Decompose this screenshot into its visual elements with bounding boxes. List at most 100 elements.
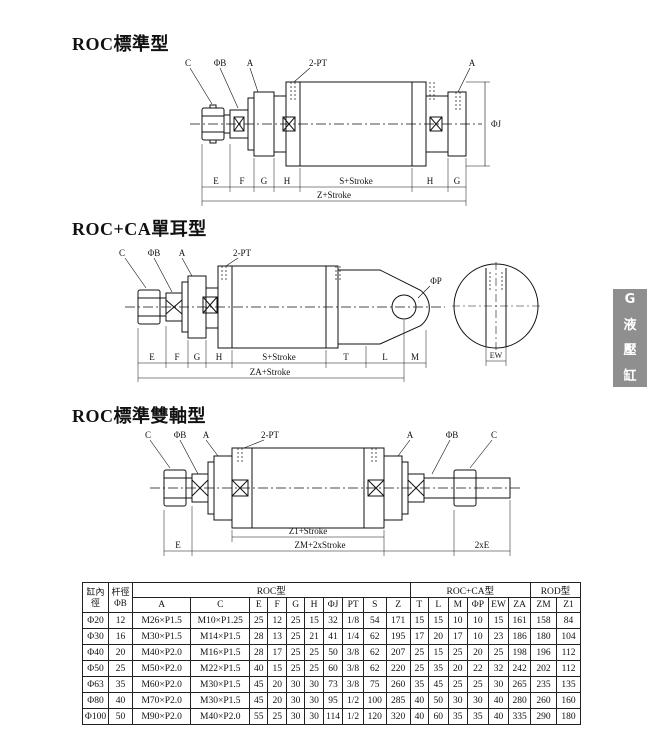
side-tab-char: 液: [623, 317, 637, 333]
table-cell: 17: [267, 644, 287, 661]
label-a: A: [179, 248, 186, 258]
label-pt: 2-PT: [233, 248, 252, 258]
table-cell: 25: [304, 660, 324, 677]
table-cell: 260: [529, 692, 558, 709]
table-cell: 25: [409, 644, 430, 661]
table-cell: 95: [322, 692, 344, 709]
table-cell: 180: [529, 628, 558, 645]
dim-zm: ZM+2xStroke: [294, 540, 345, 550]
table-cell: Φ63: [81, 676, 110, 693]
column-header: E: [249, 597, 269, 613]
dim-stroke: S+Stroke: [262, 352, 296, 362]
dim-e: E: [175, 540, 181, 550]
label-a: A: [247, 58, 254, 68]
table-cell: 112: [556, 660, 581, 677]
dim-e: E: [213, 176, 219, 186]
table-cell: 30: [447, 692, 469, 709]
table-cell: 35: [108, 676, 133, 693]
table-cell: 45: [428, 676, 449, 693]
table-cell: 100: [362, 692, 387, 709]
column-header: Z: [385, 597, 411, 613]
table-cell: 158: [529, 612, 558, 629]
dim-g: G: [194, 352, 201, 362]
dim-g: G: [261, 176, 268, 186]
column-header: H: [304, 597, 324, 613]
table-cell: 55: [249, 708, 269, 725]
table-cell: 40: [409, 708, 430, 725]
dim-h: H: [284, 176, 291, 186]
table-cell: 15: [428, 644, 449, 661]
section-title-roc-double: ROC標準雙軸型: [72, 406, 206, 426]
label-c: C: [119, 248, 125, 258]
table-cell: 25: [285, 660, 306, 677]
table-cell: M40×P2.0: [131, 644, 192, 661]
dim-l: L: [382, 352, 388, 362]
table-cell: 265: [508, 676, 531, 693]
table-cell: 10: [447, 612, 469, 629]
label-phi-b: ΦB: [214, 58, 227, 68]
column-header: F: [267, 597, 287, 613]
table-cell: 120: [362, 708, 387, 725]
label-phi-p: ΦP: [430, 276, 442, 286]
table-cell: 30: [285, 692, 306, 709]
table-cell: 20: [447, 660, 469, 677]
dim-stroke: S+Stroke: [339, 176, 373, 186]
table-cell: 54: [362, 612, 387, 629]
table-cell: 25: [249, 612, 269, 629]
header-rod: 杆徑ΦB: [108, 582, 133, 613]
table-cell: 30: [467, 692, 489, 709]
label-c: C: [185, 58, 191, 68]
dim-h-rear: H: [427, 176, 434, 186]
table-cell: 20: [267, 692, 287, 709]
table-cell: 17: [409, 628, 430, 645]
table-cell: 23: [487, 628, 510, 645]
table-cell: 50: [428, 692, 449, 709]
table-cell: 40: [108, 692, 133, 709]
table-cell: 220: [385, 660, 411, 677]
table-cell: 50: [108, 708, 133, 725]
table-cell: 12: [108, 612, 133, 629]
table-cell: 30: [304, 708, 324, 725]
column-header: L: [428, 597, 449, 613]
side-tab-char: 壓: [623, 343, 637, 359]
column-header: Z1: [556, 597, 581, 613]
table-cell: 290: [529, 708, 558, 725]
table-cell: Φ30: [81, 628, 110, 645]
table-cell: 20: [467, 644, 489, 661]
table-cell: 160: [556, 692, 581, 709]
column-header: ZM: [529, 597, 558, 613]
label-phi-b: ΦB: [174, 430, 187, 440]
table-cell: 40: [249, 660, 269, 677]
table-cell: M70×P2.0: [131, 692, 192, 709]
table-cell: 15: [487, 612, 510, 629]
table-cell: M22×P1.5: [190, 660, 251, 677]
table-cell: 35: [447, 708, 469, 725]
table-cell: 280: [508, 692, 531, 709]
label-c: C: [145, 430, 151, 440]
label-phi-j: ΦJ: [491, 119, 502, 129]
dim-h: H: [216, 352, 223, 362]
table-cell: 41: [322, 628, 344, 645]
table-cell: 1/2: [342, 708, 364, 725]
table-cell: M50×P2.0: [131, 660, 192, 677]
table-cell: 30: [285, 708, 306, 725]
table-cell: 260: [385, 676, 411, 693]
table-cell: 62: [362, 660, 387, 677]
table-cell: 195: [385, 628, 411, 645]
table-cell: Φ40: [81, 644, 110, 661]
table-cell: 75: [362, 676, 387, 693]
section-title-roc: ROC標準型: [72, 34, 169, 54]
table-cell: 60: [428, 708, 449, 725]
header-roc: ROC型: [131, 582, 411, 598]
table-cell: 10: [467, 612, 489, 629]
table-cell: 40: [487, 692, 510, 709]
section-title-roc-ca: ROC+CA單耳型: [72, 219, 207, 239]
side-category-tab: G 液 壓 缸: [613, 289, 647, 387]
table-cell: 35: [428, 660, 449, 677]
